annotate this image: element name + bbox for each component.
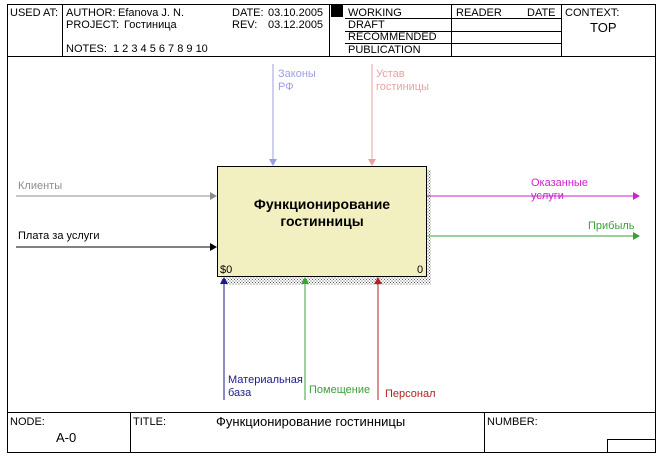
status-working: WORKING xyxy=(348,7,402,19)
control-arrowhead-charter xyxy=(368,159,376,166)
input-label-clients: Клиенты xyxy=(18,180,63,192)
rev-value: 03.12.2005 xyxy=(268,19,324,31)
title-label: TITLE: xyxy=(133,416,167,428)
diagram-frame xyxy=(7,4,656,453)
working-status-marker xyxy=(331,5,343,17)
control-arrowhead-laws xyxy=(269,159,277,166)
date-label: DATE: xyxy=(232,7,264,19)
mechanism-label-premises: Помещение xyxy=(309,384,371,396)
header-divider xyxy=(451,4,452,56)
status-recommended: RECOMMENDED xyxy=(348,31,437,43)
control-label-laws: Законы РФ xyxy=(278,68,316,93)
notes-label: NOTES: xyxy=(66,43,107,55)
activity-name: Функционирование гостинницы xyxy=(253,196,391,229)
status-draft: DRAFT xyxy=(348,19,385,31)
reader-divider xyxy=(451,31,561,32)
output-arrowhead-profit xyxy=(633,232,640,240)
footer-corner-box xyxy=(607,439,656,440)
mechanism-label-material: Материальная база xyxy=(228,374,303,399)
status-divider xyxy=(345,31,451,32)
control-label-charter: Устав гостиницы xyxy=(376,68,429,93)
footer-divider xyxy=(130,412,131,453)
reader-date-label: DATE xyxy=(527,7,556,19)
author-value: Efanova J. N. xyxy=(118,7,185,19)
reader-divider xyxy=(451,18,561,19)
header-divider xyxy=(561,4,562,56)
status-divider xyxy=(345,43,451,44)
mechanism-arrowhead-premises xyxy=(301,277,309,284)
input-arrowhead-payment xyxy=(210,243,217,251)
project-value: Гостиница xyxy=(124,19,177,31)
node-value: A-0 xyxy=(56,430,77,445)
footer-top-border xyxy=(7,412,656,413)
status-publication: PUBLICATION xyxy=(348,44,421,56)
mechanism-arrowhead-staff xyxy=(374,277,382,284)
mechanism-label-staff: Персонал xyxy=(385,388,436,400)
input-label-payment: Плата за услуги xyxy=(18,230,100,242)
activity-box[interactable] xyxy=(217,166,427,277)
output-label-profit: Прибыль xyxy=(588,220,635,232)
output-label-services: Оказанные услуги xyxy=(531,177,588,202)
header-divider xyxy=(62,4,63,56)
reader-divider xyxy=(451,43,561,44)
context-label: CONTEXT: xyxy=(565,7,620,19)
node-label: NODE: xyxy=(10,416,45,428)
activity-cost: $0 xyxy=(220,264,233,276)
status-divider xyxy=(345,18,451,19)
number-label: NUMBER: xyxy=(487,416,538,428)
author-label: AUTHOR: xyxy=(66,7,116,19)
context-value: TOP xyxy=(590,20,617,35)
output-arrowhead-services xyxy=(633,192,640,200)
input-arrowhead-clients xyxy=(210,192,217,200)
activity-number: 0 xyxy=(417,264,424,276)
header-divider xyxy=(329,4,330,56)
rev-label: REV: xyxy=(232,19,258,31)
footer-divider xyxy=(484,412,485,453)
reader-label: READER xyxy=(456,7,502,19)
used-at-label: USED AT: xyxy=(10,7,59,19)
notes-value: 1 2 3 4 5 6 7 8 9 10 xyxy=(113,43,208,55)
mechanism-arrowhead-material xyxy=(220,277,228,284)
date-value: 03.10.2005 xyxy=(268,7,324,19)
header-bottom-border xyxy=(7,56,656,57)
diagram-title: Функционирование гостинницы xyxy=(216,414,406,429)
project-label: PROJECT: xyxy=(66,19,120,31)
footer-corner-box xyxy=(607,439,608,453)
